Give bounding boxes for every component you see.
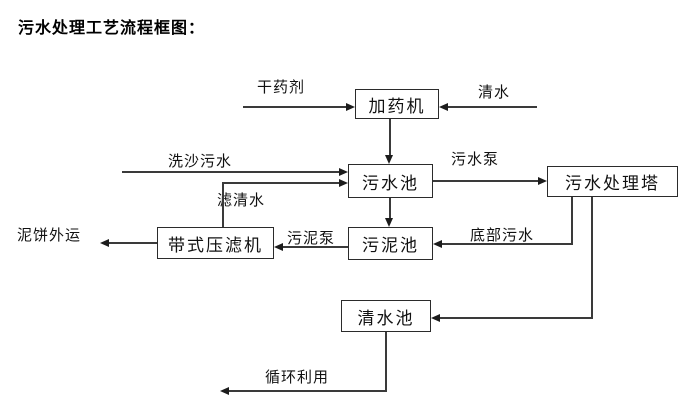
arrow-down-icon (385, 155, 393, 164)
page-title: 污水处理工艺流程框图： (18, 20, 206, 37)
arrow-left-icon (220, 387, 229, 395)
label-sludge-pump: 污泥泵 (287, 231, 336, 247)
edge-filtered-water-line (222, 182, 340, 184)
edge-dry-chemical-line (243, 106, 346, 108)
label-dry-chemical: 干药剂 (257, 80, 306, 96)
label-mud-cake-transport: 泥饼外运 (17, 228, 82, 244)
label-sand-washing-sewage: 洗沙污水 (168, 154, 233, 170)
arrow-left-icon (433, 240, 442, 248)
node-belt-filter-press: 带式压滤机 (157, 227, 274, 259)
edge-sewage-to-sludge-line (389, 198, 391, 219)
node-sludge-pool: 污泥池 (348, 227, 433, 260)
edge-bottom-sewage-line (441, 243, 573, 245)
edge-sand-washing-line (122, 171, 340, 173)
arrow-left-icon (431, 314, 440, 322)
arrow-left-icon (439, 103, 448, 111)
edge-mud-cake-line (108, 242, 157, 244)
node-sewage-pool: 污水池 (348, 164, 433, 198)
arrow-down-icon (385, 218, 393, 227)
label-filtered-water: 滤清水 (217, 193, 266, 209)
label-bottom-sewage: 底部污水 (470, 228, 535, 244)
arrow-left-icon (100, 239, 109, 247)
edge-sludge-pump-line (283, 246, 348, 248)
label-sewage-pump: 污水泵 (451, 152, 500, 168)
edge-recycling-line (228, 390, 387, 392)
edge-bottom-sewage-vline (571, 197, 573, 244)
edge-tower-to-clean-vline (591, 197, 593, 318)
arrow-right-icon (339, 179, 348, 187)
edge-filtered-water-vline (222, 182, 224, 227)
arrow-right-icon (538, 177, 547, 185)
arrow-right-icon (339, 168, 348, 176)
node-clean-water-pool: 清水池 (341, 300, 431, 332)
edge-tower-to-clean-line (440, 317, 593, 319)
node-dosing-machine: 加药机 (355, 89, 439, 119)
edge-dosing-to-sewage-line (389, 119, 391, 156)
edge-recycling-vline (385, 332, 387, 391)
label-recycling: 循环利用 (265, 370, 330, 386)
edge-sewage-pump-line (433, 180, 539, 182)
label-clean-water: 清水 (478, 85, 511, 101)
node-sewage-treatment-tower: 污水处理塔 (547, 166, 678, 197)
edge-clean-water-line (448, 106, 537, 108)
arrow-left-icon (274, 243, 283, 251)
arrow-right-icon (346, 103, 355, 111)
